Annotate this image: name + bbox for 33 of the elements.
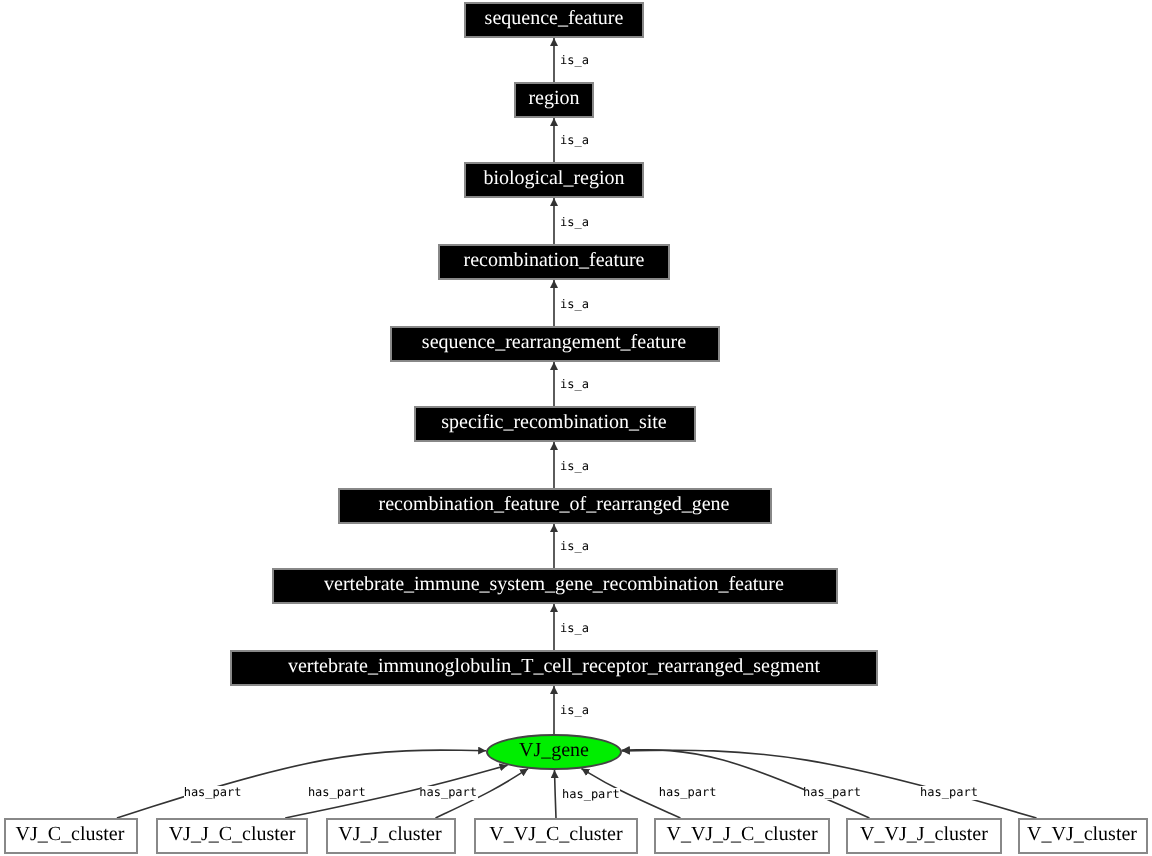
arrow — [550, 685, 558, 735]
class-box: VJ_C_cluster — [3, 818, 137, 854]
arrow — [621, 746, 1038, 819]
arrow — [550, 769, 559, 819]
arrow — [550, 603, 558, 651]
class-box: specific_recombination_site — [413, 406, 695, 442]
arrow — [550, 117, 558, 163]
arrow — [550, 279, 558, 327]
class-box: VJ_J_C_cluster — [156, 818, 308, 854]
arrow — [580, 767, 682, 819]
class-box: recombination_feature — [438, 244, 670, 280]
class-box: region — [514, 82, 594, 118]
arrow — [550, 197, 558, 245]
class-box: V_VJ_J_cluster — [846, 818, 1002, 854]
arrow — [550, 441, 558, 489]
class-box: V_VJ_J_C_cluster — [654, 818, 830, 854]
class-box: vertebrate_immunoglobulin_T_cell_receptor_rearranged_segment — [230, 650, 878, 686]
class-ellipse: VJ_gene — [486, 734, 622, 770]
arrow — [550, 523, 558, 569]
arrow — [116, 746, 487, 819]
arrow — [550, 361, 558, 407]
arrow — [620, 746, 871, 819]
arrow — [284, 763, 509, 819]
arrow — [434, 767, 529, 819]
arrow — [550, 37, 558, 83]
class-box: sequence_feature — [464, 2, 644, 38]
class-box: V_VJ_C_cluster — [474, 818, 638, 854]
class-box: V_VJ_cluster — [1017, 818, 1147, 854]
class-box: sequence_rearrangement_feature — [389, 326, 719, 362]
class-box: vertebrate_immune_system_gene_recombination_feature — [271, 568, 837, 604]
class-box: biological_region — [464, 162, 644, 198]
class-box: recombination_feature_of_rearranged_gene — [337, 488, 771, 524]
class-box: VJ_J_cluster — [325, 818, 455, 854]
